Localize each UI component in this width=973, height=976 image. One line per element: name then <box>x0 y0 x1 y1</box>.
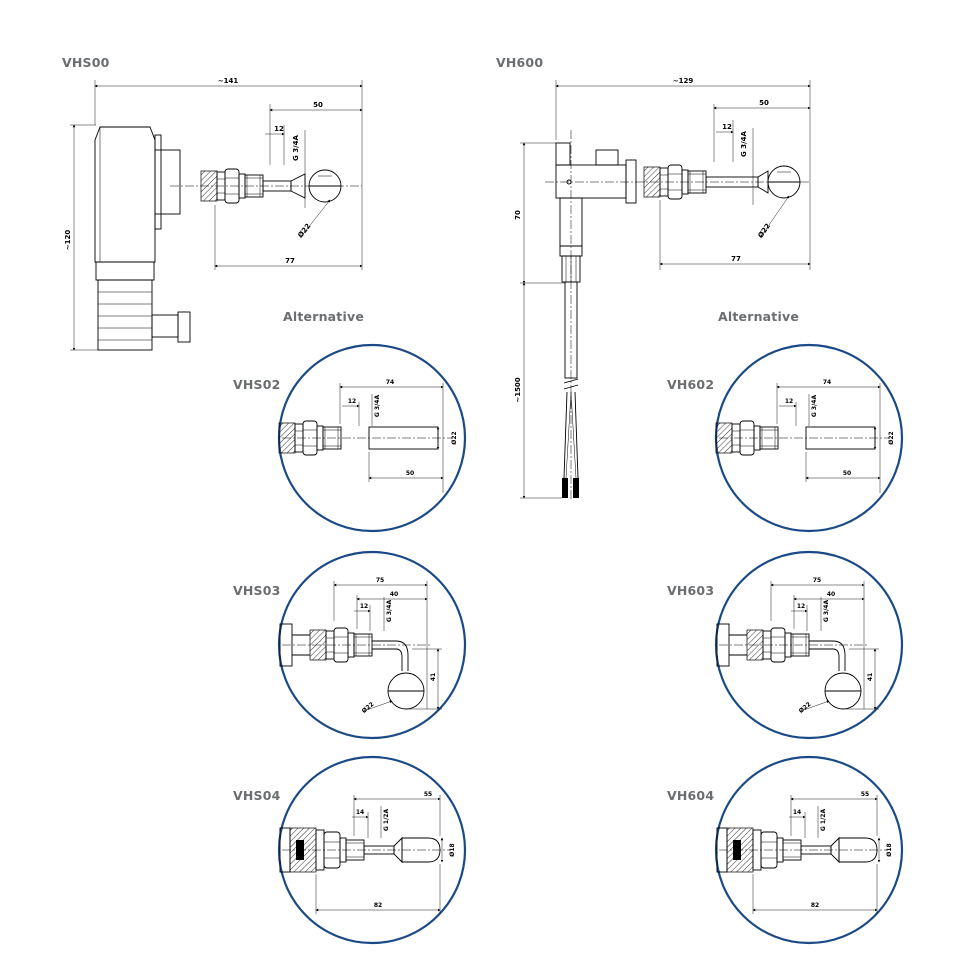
dim-12: 12 <box>785 398 793 405</box>
variant-label-vhs02: VHS02 <box>233 377 281 392</box>
detail-vhs03: 75 40 12 G 3/4A 41 Ø22 <box>277 550 467 740</box>
detail-ring <box>714 550 904 740</box>
vhs00-main-drawing: ~141 50 12 G 3/4A ~120 Ø22 77 <box>64 77 363 351</box>
variant-label-vh603: VH603 <box>667 583 715 598</box>
dim-55: 55 <box>424 791 432 798</box>
dim-77-vh600: 77 <box>731 255 741 263</box>
dim-50: 50 <box>406 470 414 477</box>
dim-12: 12 <box>274 125 284 133</box>
dim-thread: G 3/4A <box>292 134 300 160</box>
detail-vhs04: 55 14 G 1/2A Ø18 82 <box>277 755 467 945</box>
dim-40: 40 <box>827 591 835 598</box>
model-label-vh600: VH600 <box>496 55 544 70</box>
dim-overall-length: ~141 <box>218 77 239 85</box>
dim-14: 14 <box>356 809 364 816</box>
detail-ring <box>714 755 904 945</box>
dim-diameter: Ø22 <box>451 431 458 444</box>
dim-12-vh600: 12 <box>722 123 732 131</box>
dim-12: 12 <box>797 603 805 610</box>
dim-ball-vh600: Ø22 <box>757 222 773 240</box>
dim-74: 74 <box>823 379 831 386</box>
dim-77: 77 <box>285 257 295 265</box>
alternative-label-left: Alternative <box>283 309 364 324</box>
dim-thread: G 1/2A <box>820 809 827 832</box>
detail-ring <box>277 755 467 945</box>
dim-diameter: Ø18 <box>449 843 456 856</box>
dim-thread-vh600: G 3/4A <box>740 130 748 156</box>
dim-41: 41 <box>430 673 437 681</box>
dim-40: 40 <box>390 591 398 598</box>
dim-50: 50 <box>313 101 323 109</box>
dim-12: 12 <box>360 603 368 610</box>
detail-vh602: 74 12 G 3/4A Ø22 50 <box>714 343 904 533</box>
dim-thread: G 3/4A <box>386 600 393 623</box>
dim-diameter: Ø22 <box>888 431 895 444</box>
dim-82: 82 <box>374 902 382 909</box>
dim-ball: Ø22 <box>798 701 813 715</box>
dim-cable-length: ~1500 <box>514 377 522 402</box>
dim-55: 55 <box>861 791 869 798</box>
variant-label-vhs04: VHS04 <box>233 788 281 803</box>
dim-70-vh600: 70 <box>514 210 522 220</box>
dim-thread: G 3/4A <box>374 395 381 418</box>
dim-82: 82 <box>811 902 819 909</box>
dim-thread: G 3/4A <box>811 395 818 418</box>
dim-thread: G 3/4A <box>823 600 830 623</box>
detail-ring <box>277 550 467 740</box>
dim-ball: Ø22 <box>296 222 312 239</box>
dim-height: ~120 <box>64 230 72 251</box>
dim-74: 74 <box>386 379 394 386</box>
variant-label-vhs03: VHS03 <box>233 583 281 598</box>
dim-75: 75 <box>813 577 821 584</box>
dim-overall-length-vh600: ~129 <box>673 77 694 85</box>
model-label-vhs00: VHS00 <box>62 55 110 70</box>
dim-75: 75 <box>376 577 384 584</box>
detail-vhs02: 74 12 G 3/4A Ø22 50 <box>277 343 467 533</box>
dim-thread: G 1/2A <box>383 809 390 832</box>
dim-diameter: Ø18 <box>886 843 893 856</box>
dim-50: 50 <box>843 470 851 477</box>
detail-vh604: 55 14 G 1/2A Ø18 82 <box>714 755 904 945</box>
detail-vh603: 75 40 12 G 3/4A 41 Ø22 <box>714 550 904 740</box>
variant-label-vh604: VH604 <box>667 788 715 803</box>
alternative-label-right: Alternative <box>718 309 799 324</box>
dim-ball: Ø22 <box>361 701 376 715</box>
vh600-main-drawing: ~129 50 12 G 3/4A 70 ~1500 Ø22 <box>514 77 811 500</box>
dim-41: 41 <box>867 673 874 681</box>
dim-12: 12 <box>348 398 356 405</box>
dim-50-vh600: 50 <box>759 99 769 107</box>
variant-label-vh602: VH602 <box>667 377 715 392</box>
dim-14: 14 <box>793 809 801 816</box>
